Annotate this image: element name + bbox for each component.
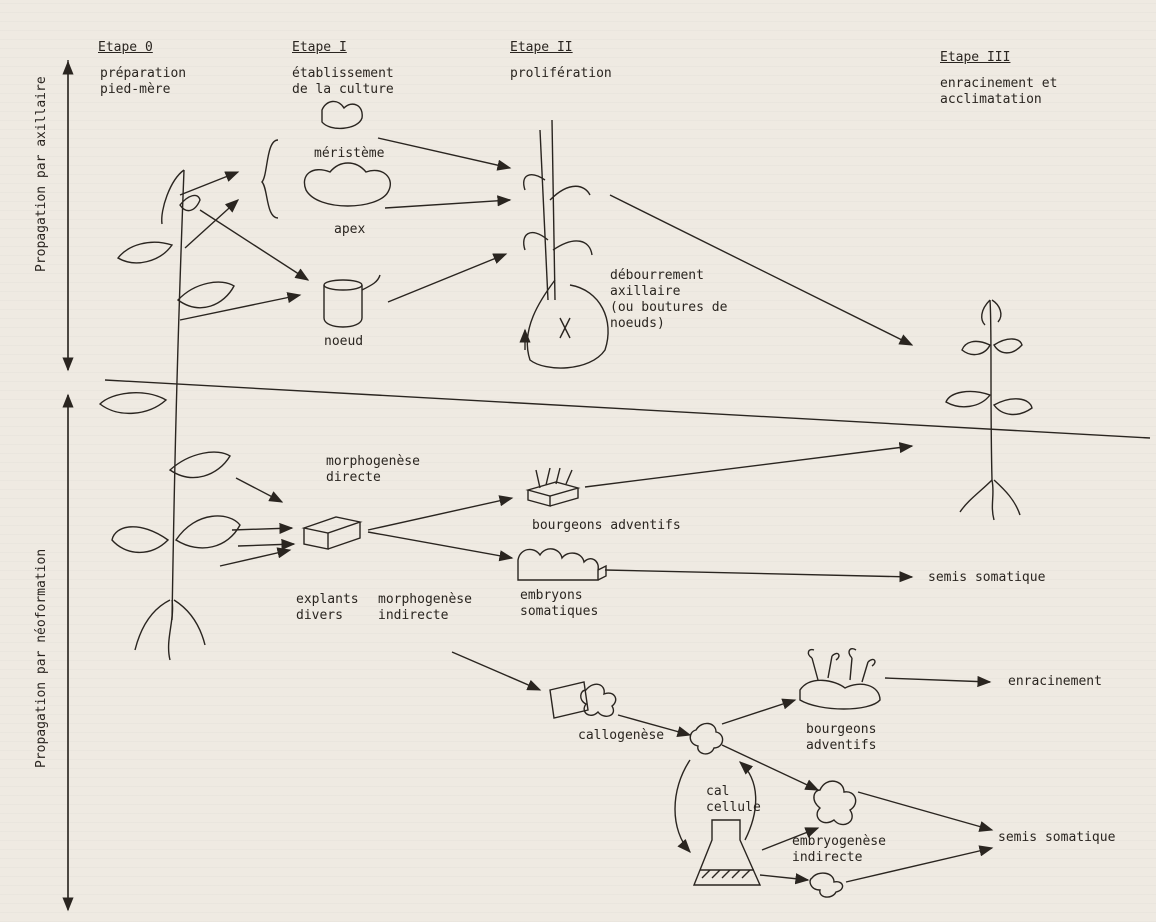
label-embryogenese: embryogenèse indirecte (792, 834, 886, 866)
apex-icon (304, 163, 390, 206)
label-noeud: noeud (324, 334, 363, 350)
label-embryons: embryons somatiques (520, 588, 598, 620)
label-morphogenese-indirecte: morphogenèse indirecte (378, 592, 472, 624)
label-meristeme: méristème (314, 146, 384, 162)
meristem-icon (322, 101, 362, 128)
label-bourgeons-adventifs-1: bourgeons adventifs (532, 518, 681, 534)
adventitious-buds-cluster-icon (800, 649, 880, 709)
callus-icon (550, 682, 616, 718)
plant-mother-icon (100, 170, 240, 660)
label-callogenese: callogenèse (578, 728, 664, 744)
stage-3-desc: enracinement et acclimatation (940, 76, 1057, 108)
stage-1-desc: établissement de la culture (292, 66, 394, 98)
label-semis-2: semis somatique (998, 830, 1115, 846)
label-apex: apex (334, 222, 365, 238)
side-label-neoformation: Propagation par néoformation (34, 549, 49, 768)
shoot-proliferation-icon (524, 120, 608, 368)
label-morphogenese-directe: morphogenèse directe (326, 454, 420, 486)
adventitious-buds-icon (528, 468, 578, 506)
rooted-plant-icon (946, 300, 1032, 520)
stage-0-title: Etape 0 (98, 40, 153, 56)
stage-3-title: Etape III (940, 50, 1010, 66)
divider-line (105, 380, 1150, 438)
label-semis-1: semis somatique (928, 570, 1045, 586)
bracket (262, 140, 278, 218)
label-cal-cellule: cal cellule (706, 784, 761, 816)
label-enracinement: enracinement (1008, 674, 1102, 690)
label-explants: explants divers (296, 592, 359, 624)
label-bourgeons-adventifs-2: bourgeons adventifs (806, 722, 876, 754)
side-label-axillary: Propagation par axillaire (34, 76, 49, 272)
stage-2-desc: prolifération (510, 66, 612, 82)
stage-0-desc: préparation pied-mère (100, 66, 186, 98)
label-debourrement: débourrement axillaire (ou boutures de n… (610, 268, 727, 332)
somatic-embryos-icon (518, 549, 606, 580)
node-icon (324, 275, 380, 327)
embryogenesis-blob-icon (814, 781, 856, 824)
explant-block-icon (304, 517, 360, 549)
stage-2-title: Etape II (510, 40, 573, 56)
stage-1-title: Etape I (292, 40, 347, 56)
